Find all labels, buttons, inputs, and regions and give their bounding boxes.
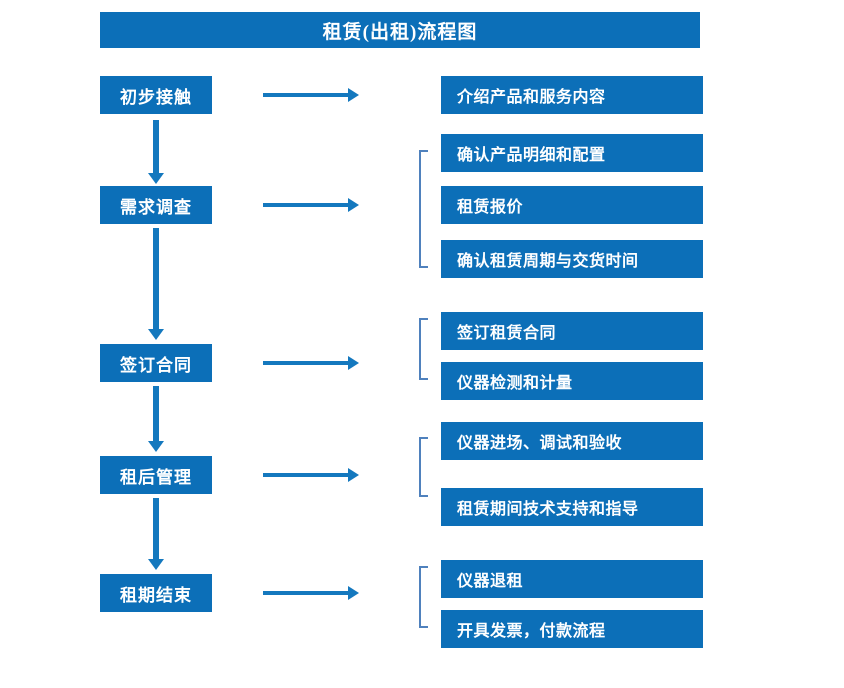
detail-box-2[interactable]: 确认产品明细和配置 xyxy=(441,134,703,172)
detail-box-8[interactable]: 租赁期间技术支持和指导 xyxy=(441,488,703,526)
arrow-shaft xyxy=(263,361,348,365)
group-bracket-1 xyxy=(419,150,428,268)
arrow-shaft xyxy=(153,120,159,173)
arrow-head-icon xyxy=(348,468,359,482)
vertical-arrow-4 xyxy=(148,498,164,570)
stage-box-4[interactable]: 租后管理 xyxy=(100,456,212,494)
detail-box-1[interactable]: 介绍产品和服务内容 xyxy=(441,76,703,114)
detail-box-7[interactable]: 仪器进场、调试和验收 xyxy=(441,422,703,460)
arrow-head-icon xyxy=(348,198,359,212)
arrow-shaft xyxy=(153,228,159,329)
arrow-shaft xyxy=(263,93,348,97)
arrow-shaft xyxy=(263,203,348,207)
detail-box-4[interactable]: 确认租赁周期与交货时间 xyxy=(441,240,703,278)
detail-box-6[interactable]: 仪器检测和计量 xyxy=(441,362,703,400)
arrow-head-icon xyxy=(148,559,164,570)
vertical-arrow-3 xyxy=(148,386,164,452)
detail-box-10[interactable]: 开具发票，付款流程 xyxy=(441,610,703,648)
detail-box-5[interactable]: 签订租赁合同 xyxy=(441,312,703,350)
arrow-shaft xyxy=(153,498,159,559)
stage-box-3[interactable]: 签订合同 xyxy=(100,344,212,382)
vertical-arrow-1 xyxy=(148,120,164,184)
group-bracket-2 xyxy=(419,318,428,380)
arrow-shaft xyxy=(153,386,159,441)
page-title: 租赁(出租)流程图 xyxy=(100,12,700,48)
stage-box-5[interactable]: 租期结束 xyxy=(100,574,212,612)
horizontal-arrow-4 xyxy=(263,468,359,482)
arrow-head-icon xyxy=(348,586,359,600)
stage-box-1[interactable]: 初步接触 xyxy=(100,76,212,114)
arrow-head-icon xyxy=(348,88,359,102)
vertical-arrow-2 xyxy=(148,228,164,340)
arrow-shaft xyxy=(263,591,348,595)
arrow-head-icon xyxy=(148,173,164,184)
arrow-shaft xyxy=(263,473,348,477)
group-bracket-3 xyxy=(419,437,428,497)
arrow-head-icon xyxy=(148,329,164,340)
group-bracket-4 xyxy=(419,566,428,628)
arrow-head-icon xyxy=(348,356,359,370)
horizontal-arrow-3 xyxy=(263,356,359,370)
detail-box-3[interactable]: 租赁报价 xyxy=(441,186,703,224)
stage-box-2[interactable]: 需求调查 xyxy=(100,186,212,224)
horizontal-arrow-1 xyxy=(263,88,359,102)
detail-box-9[interactable]: 仪器退租 xyxy=(441,560,703,598)
horizontal-arrow-2 xyxy=(263,198,359,212)
arrow-head-icon xyxy=(148,441,164,452)
horizontal-arrow-5 xyxy=(263,586,359,600)
